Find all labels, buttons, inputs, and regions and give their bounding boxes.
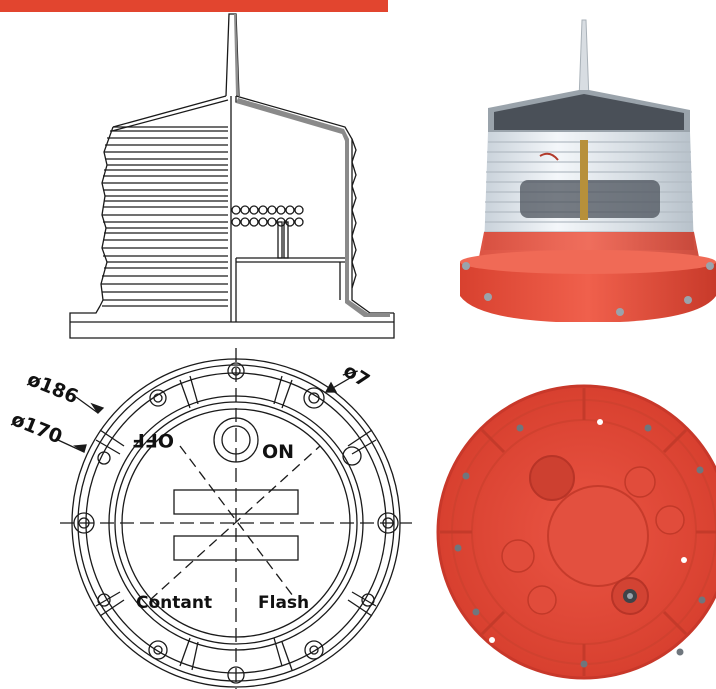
dimension-hole-label: ø7 (339, 360, 373, 393)
mode-flash-label: Flash (258, 593, 309, 613)
switch-off-label: OFF (132, 429, 174, 451)
mode-constant-label: Contant (136, 593, 212, 613)
lamp-base-underside-photo (436, 384, 716, 680)
lens-rings (99, 126, 228, 307)
mounting-holes (73, 362, 399, 684)
led-array (231, 205, 304, 227)
plan-view-drawing (57, 348, 412, 689)
switch-on-label: ON (262, 441, 294, 463)
dimension-outer-label: ø186 (24, 368, 81, 408)
side-elevation-drawing (69, 13, 395, 339)
radial-ribs (95, 375, 377, 671)
obstruction-light-photo (460, 19, 716, 322)
dimension-inner-label: ø170 (8, 408, 65, 448)
accent-bar (0, 0, 388, 12)
